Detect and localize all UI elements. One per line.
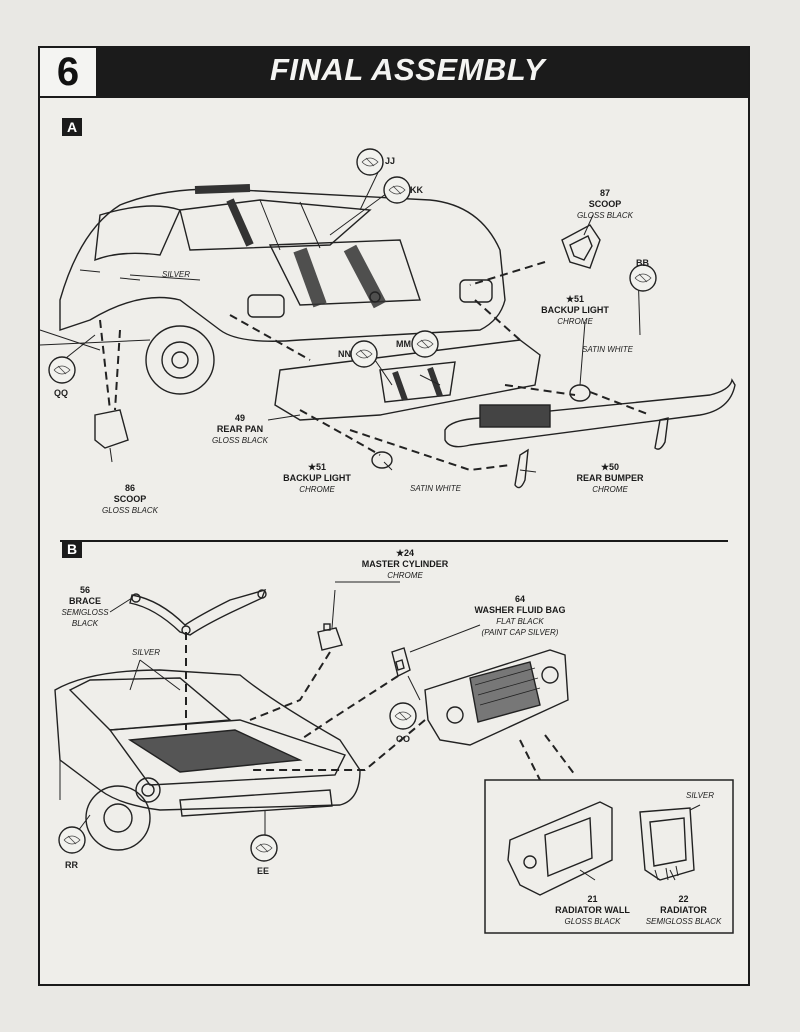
decal-qq-label: QQ: [54, 388, 69, 398]
decal-nn-label: NN: [338, 349, 351, 359]
paint-note-silver-b: SILVER: [132, 648, 161, 657]
part-49-label: 49 REAR PAN GLOSS BLACK: [211, 413, 269, 445]
part-50-label: ★50 REAR BUMPER CHROME: [576, 462, 644, 494]
part-86-label: 86 SCOOP GLOSS BLACK: [101, 483, 159, 515]
car-rear-drawing: [39, 184, 506, 395]
radiator-inset-box: [484, 779, 734, 934]
step-header: [38, 46, 748, 98]
part-56-label: 56 BRACE SEMIGLOSS BLACK: [61, 585, 109, 628]
decal-mm-label: MM: [396, 339, 411, 349]
part-51-upper-lens: SATIN WHITE: [582, 345, 633, 354]
paint-note-silver-radiator: SILVER: [686, 791, 715, 800]
scoop-86-part: [94, 409, 129, 449]
radiator-wall-part: [507, 801, 613, 896]
rear-bumper-part: [444, 378, 736, 489]
decal-oo-label: OO: [396, 734, 411, 744]
part-64-label: 64 WASHER FLUID BAG FLAT BLACK (PAINT CA…: [474, 594, 566, 637]
step-number: 6: [40, 48, 96, 96]
part-24-label: ★24 MASTER CYLINDER CHROME: [361, 548, 449, 580]
part-51-lower-label: ★51 BACKUP LIGHT CHROME: [283, 462, 351, 494]
scoop-87-part: [561, 224, 601, 269]
part-51-upper-label: ★51 BACKUP LIGHT CHROME: [541, 294, 609, 326]
radiator-assembly-part: [424, 649, 569, 746]
decal-jj-label: JJ: [385, 156, 396, 166]
radiator-part: [639, 807, 695, 881]
part-87-label: 87 SCOOP GLOSS BLACK: [576, 188, 634, 220]
section-b-label: B: [62, 540, 82, 558]
part-21-label: 21 RADIATOR WALL GLOSS BLACK: [555, 894, 630, 926]
paint-note-silver-a: SILVER: [162, 270, 191, 279]
part-22-label: 22 RADIATOR SEMIGLOSS BLACK: [645, 894, 722, 926]
section-a-label: A: [62, 118, 82, 136]
decal-bb-label: BB: [636, 258, 649, 268]
step-title: FINAL ASSEMBLY: [270, 52, 546, 87]
car-front-drawing: [54, 669, 361, 851]
section-divider: [60, 540, 728, 542]
washer-fluid-bag-part: [391, 647, 411, 678]
decal-kk-label: KK: [410, 185, 423, 195]
master-cylinder-part: [317, 623, 343, 651]
decal-ee-label: EE: [257, 866, 270, 876]
brace-part: [129, 588, 267, 636]
part-51-lower-lens: SATIN WHITE: [410, 484, 461, 493]
decal-rr-label: RR: [65, 860, 78, 870]
